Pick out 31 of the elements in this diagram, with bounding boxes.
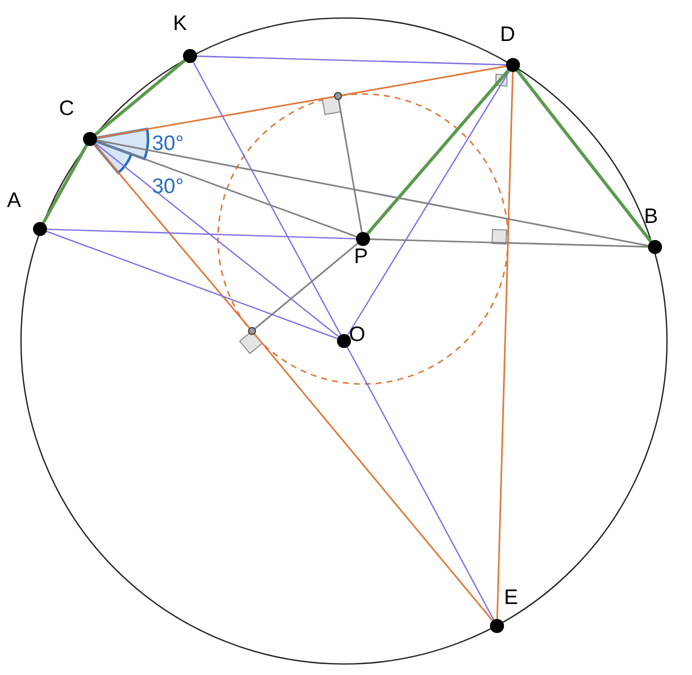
line-segment	[46, 228, 356, 240]
line-segment	[370, 238, 648, 248]
line-segment	[46, 230, 338, 340]
line-segment	[192, 62, 342, 336]
line-segment	[96, 140, 357, 238]
line-segment	[96, 96, 334, 139]
point-label: P	[354, 246, 368, 267]
line-segment	[95, 142, 339, 338]
line-segment	[366, 69, 510, 235]
line-segment	[347, 70, 510, 336]
line-segment	[342, 65, 506, 96]
point-label: A	[7, 190, 22, 211]
point-label: O	[349, 324, 366, 345]
line-segment	[42, 144, 88, 224]
point-label: C	[59, 98, 74, 119]
point-label: D	[500, 24, 516, 45]
line-segment	[96, 140, 648, 246]
angle-label: 30°	[152, 176, 184, 197]
line-segment	[254, 242, 358, 330]
point-label: E	[504, 587, 518, 608]
line-segment	[196, 56, 506, 66]
angle-label: 30°	[152, 133, 184, 154]
line-segment	[516, 70, 652, 242]
point-label: K	[173, 13, 188, 34]
line-segment	[496, 72, 514, 620]
line-segment	[94, 144, 250, 328]
point-label: B	[644, 206, 658, 227]
line-segment	[346, 346, 494, 620]
line-segment	[254, 334, 494, 622]
line-segment	[94, 59, 186, 136]
line-segment	[338, 100, 363, 232]
